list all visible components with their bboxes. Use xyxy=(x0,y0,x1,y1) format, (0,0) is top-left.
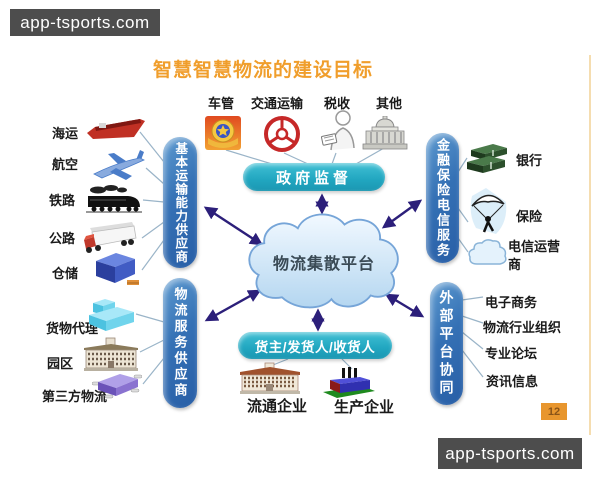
shipper-item-label: 流通企业 xyxy=(247,398,308,415)
cargo-blocks-icon xyxy=(89,299,134,331)
external-item-label: 专业论坛 xyxy=(485,346,538,361)
tax-officer-icon xyxy=(321,110,355,151)
cargo-ship-icon xyxy=(87,119,145,139)
transport-item-label: 仓储 xyxy=(52,266,79,281)
logistics-service-pill: 物流服务供应商 xyxy=(163,278,197,408)
gov-item-label: 税收 xyxy=(324,96,351,111)
police-badge-icon xyxy=(205,116,241,150)
shipper-item-label: 生产企业 xyxy=(334,399,395,416)
external-item-label: 电子商务 xyxy=(485,295,538,310)
finance-item-label: 保险 xyxy=(516,209,543,224)
distribution-building-icon xyxy=(240,362,300,394)
transport-suppliers-pill: 基本运输能力供应商 xyxy=(163,137,197,268)
transport-item-label: 公路 xyxy=(49,231,76,246)
watermark-top: app-tsports.com xyxy=(10,9,160,36)
gov-item-label: 交通运输 xyxy=(251,96,304,111)
money-stack-icon xyxy=(467,144,507,173)
external-item-label: 资讯信息 xyxy=(486,374,539,389)
telecom-cloud-icon xyxy=(468,239,507,265)
finance-item-label: 电信运营商 xyxy=(508,239,561,272)
factory-icon xyxy=(323,367,375,398)
transport-item-label: 铁路 xyxy=(49,193,76,208)
logistics-item-label: 货物代理 xyxy=(46,321,99,336)
logistics-item-label: 第三方物流 xyxy=(42,389,108,404)
page-title: 智慧智慧物流的建设目标 xyxy=(153,60,374,81)
warehouse-box-icon xyxy=(96,253,139,285)
gov-item-label: 其他 xyxy=(376,96,403,111)
government-building-icon xyxy=(362,116,408,150)
finance-services-pill: 金融保险电信服务 xyxy=(426,133,459,263)
gov-item-label: 车管 xyxy=(208,96,235,111)
parachute-icon xyxy=(470,188,507,234)
logistics-device-icon xyxy=(92,374,142,399)
airplane-icon xyxy=(93,150,145,180)
external-item-label: 物流行业组织 xyxy=(483,320,562,335)
government-capsule: 政府监督 xyxy=(243,163,385,191)
transport-item-label: 海运 xyxy=(52,126,79,141)
finance-item-label: 银行 xyxy=(516,153,543,168)
slide-right-border xyxy=(589,55,591,435)
external-platforms-pill: 外部平台协同 xyxy=(430,282,463,405)
logistics-item-label: 园区 xyxy=(47,356,74,371)
watermark-bottom: app-tsports.com xyxy=(438,438,582,469)
train-icon xyxy=(86,185,142,213)
transport-item-label: 航空 xyxy=(52,157,79,172)
steering-wheel-icon xyxy=(264,116,300,152)
central-cloud xyxy=(248,213,399,309)
truck-icon xyxy=(84,222,137,253)
central-cloud-label: 物流集散平台 xyxy=(272,256,375,273)
park-building-icon xyxy=(84,337,138,371)
page-number-badge: 12 xyxy=(541,403,567,420)
shippers-capsule: 货主/发货人/收货人 xyxy=(238,332,392,359)
